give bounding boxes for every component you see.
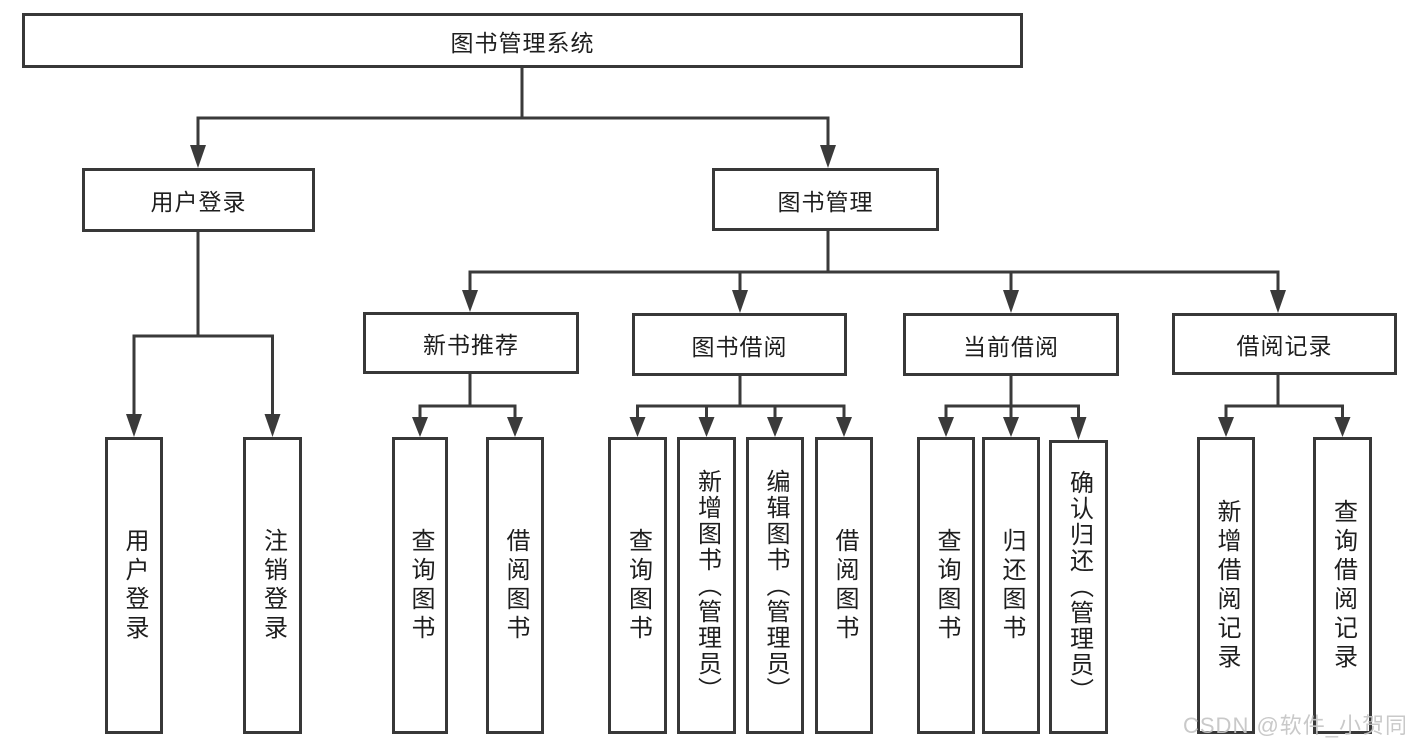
leaf-label: 查询图书 (407, 527, 434, 644)
leaf-label: 注销登录 (259, 527, 287, 644)
leaf-label: 新增图书（管理员） (693, 468, 721, 703)
node-borrowing-records: 借阅记录 (1172, 313, 1397, 375)
leaf-label: 查询图书 (624, 527, 652, 644)
leaf-label: 编辑图书（管理员） (762, 468, 789, 703)
leaf-return-books: 归还图书 (982, 437, 1040, 734)
leaf-confirm-return-admin: 确认归还（管理员） (1049, 440, 1108, 734)
node-label: 借阅记录 (1236, 333, 1333, 359)
leaf-logout: 注销登录 (243, 437, 302, 734)
watermark-text: CSDN @软件_小贺同学 (1183, 713, 1405, 738)
node-label: 用户登录 (150, 189, 247, 215)
leaf-query-borrow-record: 查询借阅记录 (1313, 437, 1372, 734)
leaf-label: 借阅图书 (831, 527, 858, 644)
node-label: 图书管理系统 (450, 29, 595, 56)
leaf-edit-books-admin: 编辑图书（管理员） (746, 437, 804, 734)
node-new-book-recommend: 新书推荐 (363, 312, 579, 374)
leaf-query-books-current: 查询图书 (917, 437, 975, 734)
node-book-management-branch: 图书管理 (712, 168, 939, 231)
leaf-borrow-books: 借阅图书 (815, 437, 873, 734)
leaf-label: 新增借阅记录 (1213, 498, 1240, 673)
leaf-borrow-books-recommend: 借阅图书 (486, 437, 544, 734)
leaf-label: 确认归还（管理员） (1065, 470, 1093, 704)
leaf-label: 借阅图书 (502, 527, 529, 644)
node-current-borrowing: 当前借阅 (903, 313, 1119, 376)
node-root-system: 图书管理系统 (22, 13, 1023, 68)
leaf-label: 用户登录 (121, 527, 148, 644)
leaf-add-borrow-record: 新增借阅记录 (1197, 437, 1255, 734)
leaf-label: 归还图书 (998, 527, 1025, 644)
node-label: 当前借阅 (963, 333, 1059, 360)
node-label: 图书管理 (777, 188, 874, 215)
node-label: 新书推荐 (423, 332, 519, 358)
leaf-user-login: 用户登录 (105, 437, 163, 734)
node-book-borrowing: 图书借阅 (632, 313, 847, 376)
leaf-query-books-borrowing: 查询图书 (608, 437, 667, 734)
leaf-add-books-admin: 新增图书（管理员） (677, 437, 736, 734)
node-label: 图书借阅 (691, 333, 788, 360)
leaf-query-books-recommend: 查询图书 (392, 437, 448, 734)
node-user-login-branch: 用户登录 (82, 168, 315, 232)
leaf-label: 查询图书 (933, 527, 960, 644)
leaf-label: 查询借阅记录 (1329, 498, 1357, 673)
